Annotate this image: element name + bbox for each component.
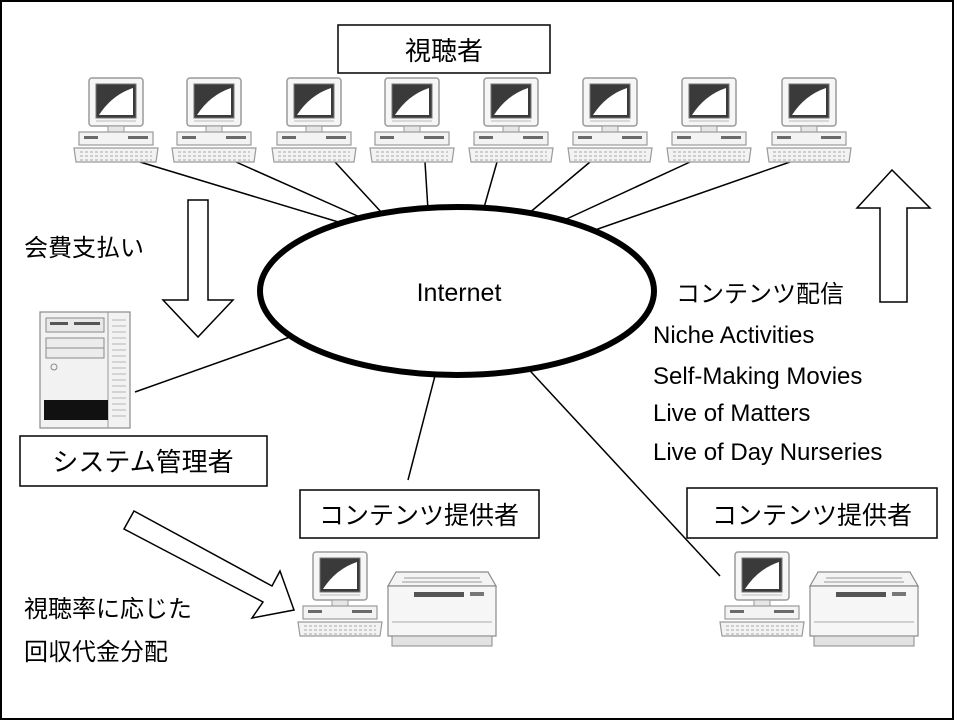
viewer-computer-8: [766, 77, 852, 163]
viewer-computer-4: [369, 77, 455, 163]
content-provider-label-2: コンテンツ提供者: [712, 501, 912, 530]
provider-computer-2: [719, 551, 805, 637]
revenue-distribution-arrow: [122, 509, 296, 620]
revenue-distribution-line-1: 視聴率に応じた: [24, 595, 192, 623]
content-types-list: Niche Activities Self-Making Movies Live…: [653, 322, 882, 466]
content-delivery-arrow: [855, 168, 932, 303]
content-provider-label-1: コンテンツ提供者: [319, 501, 519, 530]
revenue-distribution-line-2: 回収代金分配: [24, 638, 168, 666]
link-viewer-1: [139, 161, 346, 225]
link-viewer-3: [334, 161, 383, 214]
viewer-computer-7: [666, 77, 752, 163]
viewer-computer-6: [567, 77, 653, 163]
viewer-computer-1: [73, 77, 159, 163]
viewer-computer-2: [171, 77, 257, 163]
link-viewer-6: [527, 161, 591, 215]
system-admin-box: [19, 435, 268, 487]
link-viewer-7: [559, 161, 691, 223]
link-viewer-8: [594, 161, 791, 231]
viewers-label-box: [337, 24, 551, 74]
admin-server: [39, 311, 131, 429]
provider-printer-1: [387, 571, 497, 647]
content-delivery-label: コンテンツ配信: [676, 280, 844, 308]
viewer-computers: [73, 77, 852, 163]
provider-printer-2: [809, 571, 919, 647]
content-provider-box-1: [299, 489, 540, 539]
fee-payment-label: 会費支払い: [24, 234, 144, 262]
content-type-item: Self-Making Movies: [653, 363, 862, 390]
viewers-label: 視聴者: [405, 37, 483, 67]
fee-payment-arrow: [161, 199, 235, 339]
system-admin-label: システム管理者: [52, 448, 233, 478]
provider-computer-1: [297, 551, 383, 637]
content-type-item: Niche Activities: [653, 322, 814, 349]
content-type-item: Live of Day Nurseries: [653, 439, 882, 466]
viewer-computer-5: [468, 77, 554, 163]
internet-cloud: [257, 204, 657, 378]
link-provider-1: [407, 367, 438, 481]
link-admin: [134, 336, 291, 393]
link-viewer-4: [424, 161, 429, 211]
link-viewer-5: [482, 161, 498, 212]
connection-lines: [134, 161, 791, 577]
link-viewer-2: [235, 161, 363, 219]
content-type-item: Live of Matters: [653, 400, 810, 427]
internet-label: Internet: [417, 279, 502, 307]
viewer-computer-3: [271, 77, 357, 163]
content-provider-box-2: [686, 487, 938, 539]
link-provider-2: [519, 359, 721, 577]
